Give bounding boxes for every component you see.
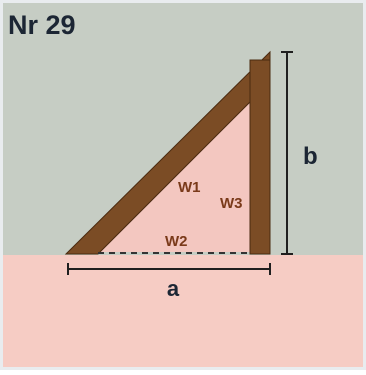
- label-w1: W1: [178, 179, 201, 196]
- label-w3: W3: [220, 195, 243, 212]
- ground-background: [3, 255, 363, 367]
- beam-w3: [249, 59, 271, 255]
- label-a: a: [167, 276, 180, 301]
- label-w2: W2: [165, 233, 188, 250]
- dimension-b: [281, 51, 293, 255]
- dimension-a: [67, 263, 271, 275]
- diagram-title: Nr 29: [8, 10, 76, 40]
- label-b: b: [303, 143, 318, 170]
